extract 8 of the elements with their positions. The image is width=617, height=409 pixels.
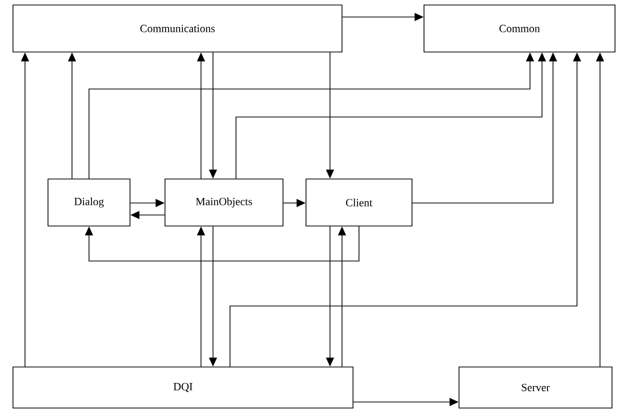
module-box: MainObjects <box>164 178 284 226</box>
module-box: Client <box>306 178 412 226</box>
module-box: Communications <box>12 4 342 52</box>
module-box: Dialog <box>48 178 130 226</box>
module-box: Server <box>458 366 612 408</box>
arrow <box>84 226 360 262</box>
module-box: DQI <box>12 366 354 408</box>
module-box: Common <box>424 4 616 52</box>
